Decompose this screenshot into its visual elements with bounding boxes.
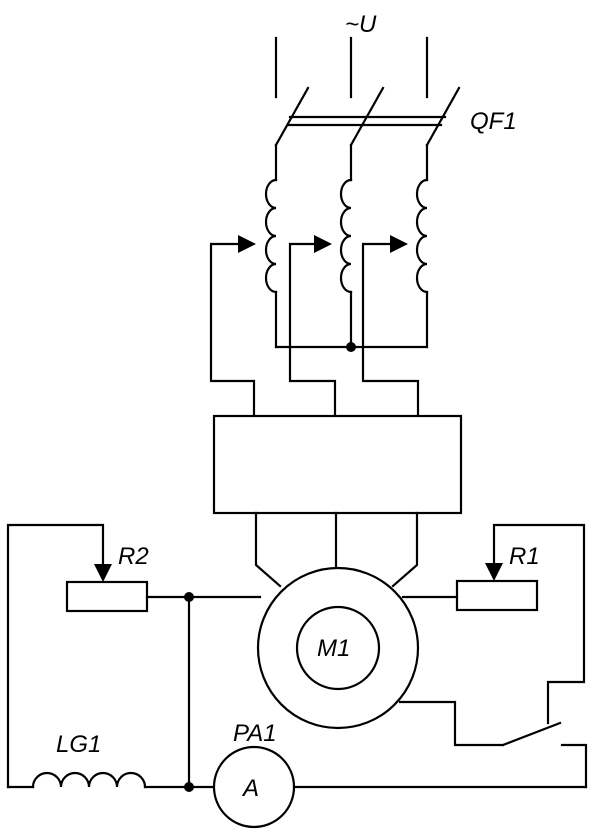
node-upper <box>184 592 194 602</box>
autotransformer-coil-1 <box>264 178 278 349</box>
motor-label: M1 <box>317 635 350 662</box>
autotransformer-coil-2 <box>339 178 353 349</box>
supply-lines <box>274 36 429 99</box>
generator-label: LG1 <box>56 731 101 758</box>
supply-label: ~U <box>345 11 377 38</box>
motor-feed-lines <box>254 511 419 588</box>
tap-2 <box>288 235 337 416</box>
motor-m1 <box>256 566 420 730</box>
resistor-r2 <box>6 523 262 789</box>
autotransformer-coil-3 <box>415 178 429 349</box>
generator-lg1 <box>6 771 215 789</box>
resistor-r1-label: R1 <box>509 543 540 570</box>
contact-switch <box>398 700 588 789</box>
ammeter-label: PA1 <box>233 720 277 747</box>
resistor-r2-label: R2 <box>118 543 149 570</box>
breaker-label: QF1 <box>470 108 517 135</box>
converter-block <box>212 414 463 515</box>
ammeter-pa1 <box>212 745 588 829</box>
tap-3 <box>361 235 420 416</box>
resistor-r1 <box>401 523 586 725</box>
ammeter-symbol: A <box>241 775 259 802</box>
tap-1 <box>209 235 256 416</box>
star-point-node <box>346 342 356 352</box>
breaker-qf1 <box>274 86 461 182</box>
node-lower <box>184 782 194 792</box>
